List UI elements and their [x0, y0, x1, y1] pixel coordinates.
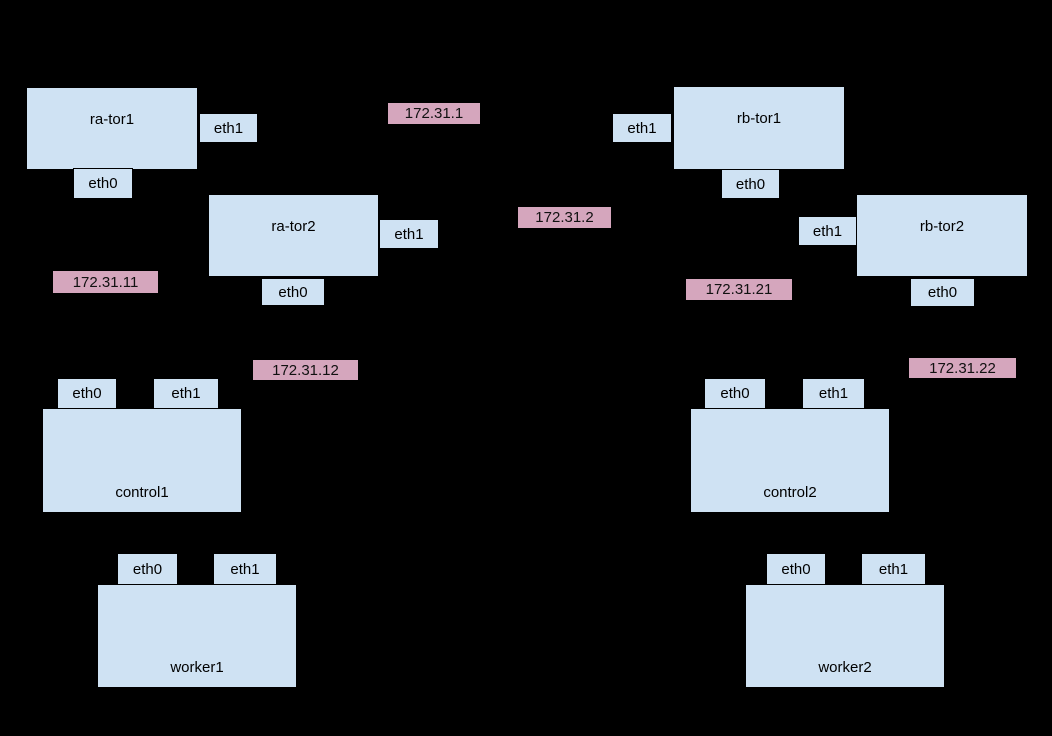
port-worker2-eth1: eth1	[861, 553, 926, 585]
port-rb-tor2-eth1: eth1	[798, 216, 857, 246]
node-ra-tor1: ra-tor1	[26, 87, 198, 170]
port-worker1-eth0: eth0	[117, 553, 178, 585]
port-rb-tor1-eth0: eth0	[721, 169, 780, 199]
node-label-worker1: worker1	[170, 659, 224, 676]
node-label-ra-tor2: ra-tor2	[271, 218, 316, 235]
node-ra-tor2: ra-tor2	[208, 194, 379, 277]
port-worker1-eth1: eth1	[213, 553, 277, 585]
port-ra-tor1-eth1: eth1	[199, 113, 258, 143]
port-control2-eth0: eth0	[704, 378, 766, 409]
node-label-rb-tor2: rb-tor2	[919, 218, 965, 235]
node-label-rb-tor1: rb-tor1	[736, 110, 782, 127]
node-rb-tor1: rb-tor1	[673, 86, 845, 170]
port-rb-tor2-eth0: eth0	[910, 278, 975, 307]
ip-label-172.31.2: 172.31.2	[518, 207, 611, 228]
node-worker2: worker2	[745, 584, 945, 688]
ip-label-172.31.22: 172.31.22	[909, 358, 1016, 378]
port-ra-tor2-eth0: eth0	[261, 278, 325, 306]
port-ra-tor2-eth1: eth1	[379, 219, 439, 249]
port-rb-tor1-eth1: eth1	[612, 113, 672, 143]
node-rb-tor2: rb-tor2	[856, 194, 1028, 277]
ip-label-172.31.21: 172.31.21	[686, 279, 792, 300]
node-label-worker2: worker2	[818, 659, 872, 676]
node-label-control2: control2	[763, 484, 817, 501]
port-control1-eth1: eth1	[153, 378, 219, 409]
node-label-control1: control1	[115, 484, 169, 501]
port-worker2-eth0: eth0	[766, 553, 826, 585]
port-control1-eth0: eth0	[57, 378, 117, 409]
node-worker1: worker1	[97, 584, 297, 688]
node-control2: control2	[690, 408, 890, 513]
ip-label-172.31.11: 172.31.11	[53, 271, 158, 293]
ip-label-172.31.1: 172.31.1	[388, 103, 480, 124]
node-control1: control1	[42, 408, 242, 513]
ip-label-172.31.12: 172.31.12	[253, 360, 358, 380]
node-label-ra-tor1: ra-tor1	[89, 111, 135, 128]
port-ra-tor1-eth0: eth0	[73, 168, 133, 199]
port-control2-eth1: eth1	[802, 378, 865, 409]
